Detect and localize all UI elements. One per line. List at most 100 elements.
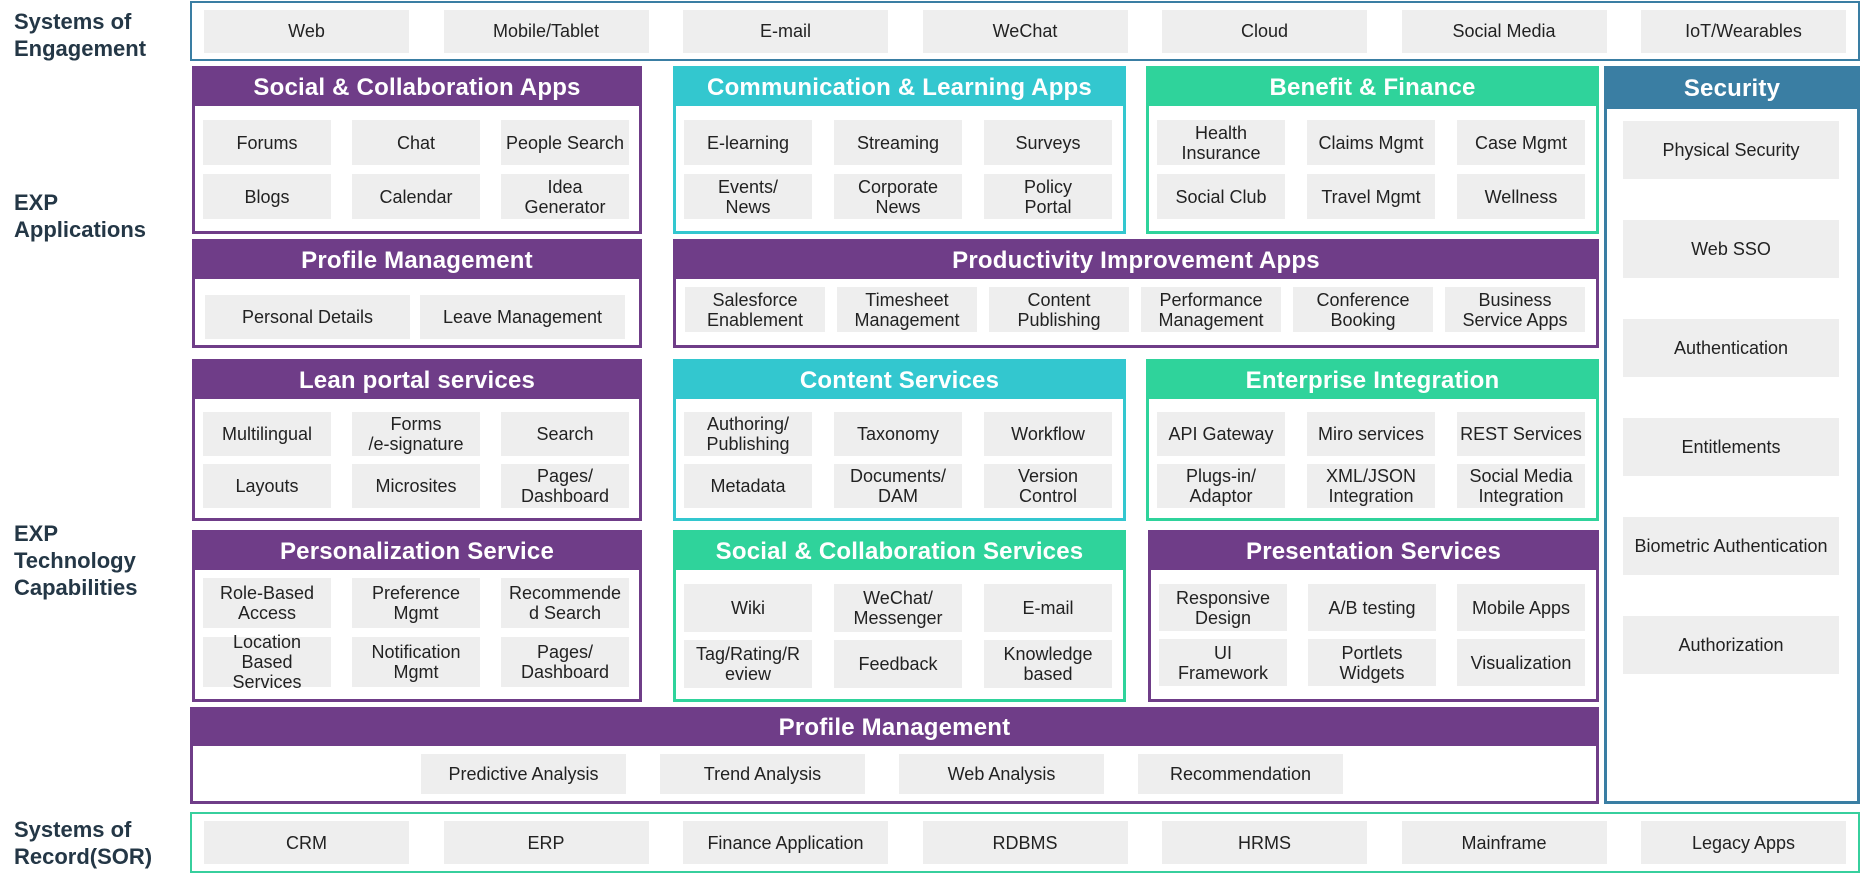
capability-chip: Web Analysis <box>899 754 1104 794</box>
capability-chip: Documents/ DAM <box>834 464 962 508</box>
capability-chip: Recommendation <box>1138 754 1343 794</box>
security-chip: Authorization <box>1623 616 1839 674</box>
security-chip: Web SSO <box>1623 220 1839 278</box>
label-exp-technology-capabilities: EXP Technology Capabilities <box>14 520 137 601</box>
capability-chip: Travel Mgmt <box>1307 174 1435 219</box>
capability-chip: XML/JSON Integration <box>1307 464 1435 508</box>
panel-communication-learning-apps: Communication & Learning Apps E-learning… <box>673 66 1126 234</box>
panel-title: Presentation Services <box>1151 533 1596 570</box>
label-line: EXP <box>14 521 59 546</box>
label-exp-applications: EXP Applications <box>14 189 146 243</box>
panel-title: Communication & Learning Apps <box>676 69 1123 106</box>
capability-chip: Workflow <box>984 412 1112 456</box>
capability-chip: Taxonomy <box>834 412 962 456</box>
capability-chip: E-mail <box>984 584 1112 632</box>
capability-chip: Wiki <box>684 584 812 632</box>
capability-chip: Tag/Rating/R eview <box>684 640 812 688</box>
engagement-item: WeChat <box>922 9 1128 53</box>
panel-title: Content Services <box>676 362 1123 399</box>
capability-chip: Pages/ Dashboard <box>501 637 629 687</box>
label-line: Technology <box>14 548 136 573</box>
record-item: Legacy Apps <box>1641 821 1846 864</box>
capability-chip: Streaming <box>834 120 962 165</box>
panel-enterprise-integration: Enterprise Integration API Gateway Miro … <box>1146 359 1599 521</box>
capability-chip: Conference Booking <box>1293 287 1433 332</box>
capability-chip: Forms /e-signature <box>352 412 480 456</box>
capability-chip: Surveys <box>984 120 1112 165</box>
panel-title: Personalization Service <box>195 533 639 570</box>
capability-chip: Idea Generator <box>501 174 629 219</box>
label-line: Record(SOR) <box>14 844 153 869</box>
capability-chip: Notification Mgmt <box>352 637 480 687</box>
panel-title: Enterprise Integration <box>1149 362 1596 399</box>
capability-chip: Multilingual <box>203 412 331 456</box>
capability-chip: Preference Mgmt <box>352 578 480 628</box>
capability-chip: REST Services <box>1457 412 1585 456</box>
capability-chip: Personal Details <box>205 295 410 339</box>
capability-chip: Responsive Design <box>1159 584 1287 631</box>
panel-profile-management-apps: Profile Management Personal Details Leav… <box>192 239 642 348</box>
capability-chip: Metadata <box>684 464 812 508</box>
label-line: Systems of <box>14 9 132 34</box>
capability-chip: Trend Analysis <box>660 754 865 794</box>
capability-chip: Microsites <box>352 464 480 508</box>
capability-chip: A/B testing <box>1308 584 1436 631</box>
security-chip: Physical Security <box>1623 121 1839 179</box>
panel-title: Security <box>1607 69 1857 109</box>
capability-chip: Visualization <box>1457 639 1585 686</box>
capability-chip: Knowledge based <box>984 640 1112 688</box>
capability-chip: Chat <box>352 120 480 165</box>
panel-title: Social & Collaboration Apps <box>195 69 639 106</box>
engagement-item: Social Media <box>1401 9 1607 53</box>
capability-chip: Policy Portal <box>984 174 1112 219</box>
record-item: HRMS <box>1162 821 1367 864</box>
capability-chip: Version Control <box>984 464 1112 508</box>
record-item: CRM <box>204 821 409 864</box>
record-item: Mainframe <box>1401 821 1607 864</box>
capability-chip: Predictive Analysis <box>421 754 626 794</box>
engagement-item: Cloud <box>1162 9 1367 53</box>
capability-chip: Role-Based Access <box>203 578 331 628</box>
engagement-item: IoT/Wearables <box>1641 9 1846 53</box>
record-item: Finance Application <box>683 821 888 864</box>
panel-title: Benefit & Finance <box>1149 69 1596 106</box>
engagement-item: E-mail <box>683 9 888 53</box>
panel-productivity-improvement-apps: Productivity Improvement Apps Salesforce… <box>673 239 1599 348</box>
record-item: ERP <box>443 821 649 864</box>
capability-chip: People Search <box>501 120 629 165</box>
panel-title: Lean portal services <box>195 362 639 399</box>
record-item: RDBMS <box>922 821 1128 864</box>
capability-chip: Calendar <box>352 174 480 219</box>
panel-title: Profile Management <box>193 710 1596 746</box>
capability-chip: Corporate News <box>834 174 962 219</box>
panel-personalization-service: Personalization Service Role-Based Acces… <box>192 530 642 702</box>
panel-profile-management-tech: Profile Management Predictive Analysis T… <box>190 707 1599 804</box>
security-chip: Entitlements <box>1623 418 1839 476</box>
panel-lean-portal-services: Lean portal services Multilingual Forms … <box>192 359 642 521</box>
label-line: Systems of <box>14 817 132 842</box>
capability-chip: Plugs-in/ Adaptor <box>1157 464 1285 508</box>
capability-chip: Forums <box>203 120 331 165</box>
panel-social-collaboration-services: Social & Collaboration Services Wiki WeC… <box>673 530 1126 702</box>
capability-chip: Authoring/ Publishing <box>684 412 812 456</box>
capability-chip: API Gateway <box>1157 412 1285 456</box>
label-line: EXP <box>14 190 59 215</box>
panel-title: Productivity Improvement Apps <box>676 242 1596 279</box>
capability-chip: Case Mgmt <box>1457 120 1585 165</box>
capability-chip: Business Service Apps <box>1445 287 1585 332</box>
capability-chip: Performance Management <box>1141 287 1281 332</box>
label-line: Engagement <box>14 36 147 61</box>
capability-chip: Feedback <box>834 640 962 688</box>
capability-chip: Layouts <box>203 464 331 508</box>
security-chip: Biometric Authentication <box>1623 517 1839 575</box>
capability-chip: Blogs <box>203 174 331 219</box>
capability-chip: Leave Management <box>420 295 625 339</box>
capability-chip: Search <box>501 412 629 456</box>
capability-chip: Events/ News <box>684 174 812 219</box>
panel-security: Security Physical Security Web SSO Authe… <box>1604 66 1860 804</box>
capability-chip: Portlets Widgets <box>1308 639 1436 686</box>
panel-content-services: Content Services Authoring/ Publishing T… <box>673 359 1126 521</box>
panel-title: Social & Collaboration Services <box>676 533 1123 570</box>
engagement-item: Mobile/Tablet <box>443 9 649 53</box>
capability-chip: E-learning <box>684 120 812 165</box>
